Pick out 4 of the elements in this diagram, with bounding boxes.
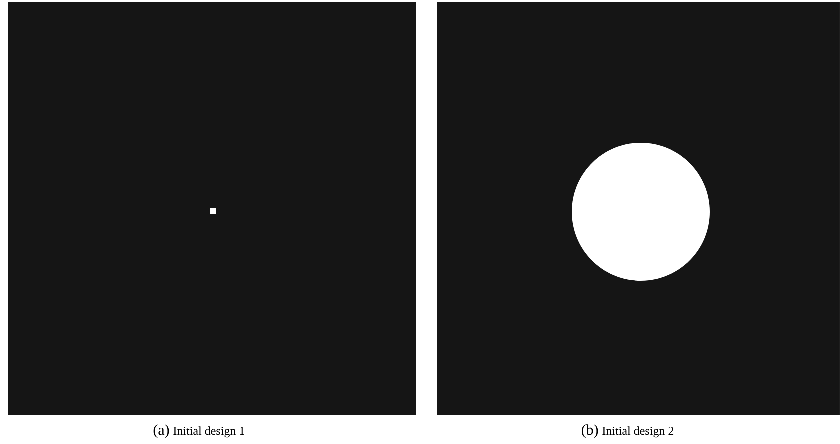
caption-text: Initial design 2: [602, 426, 674, 438]
caption-text: Initial design 1: [174, 426, 244, 438]
caption-letter: (a): [154, 424, 170, 438]
caption-letter: (b): [582, 424, 598, 438]
